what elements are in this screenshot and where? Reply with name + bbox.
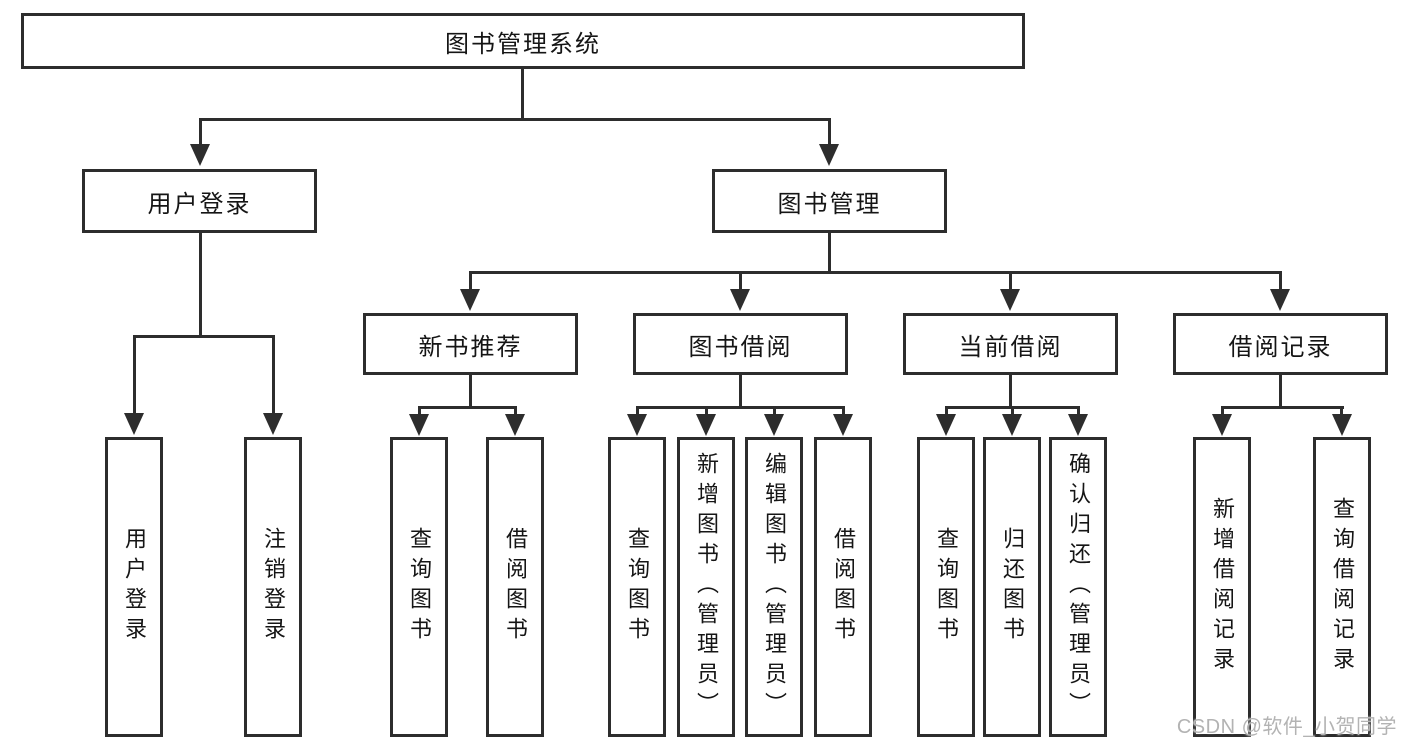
connector-borrow-records-down — [1279, 375, 1282, 408]
connector-bb-borrow-stem — [842, 406, 845, 417]
leaf-bb-query-books: 查询图书 — [608, 437, 666, 737]
node-current-borrow: 当前借阅 — [903, 313, 1118, 375]
arrow-to-bb-edit — [764, 414, 784, 436]
leaf-nb-borrow-books: 借阅图书 — [486, 437, 544, 737]
leaf-bb-borrow-books: 借阅图书 — [814, 437, 872, 737]
arrow-to-nb-query — [409, 414, 429, 436]
node-book-mgmt: 图书管理 — [712, 169, 947, 233]
leaf-br-add-record: 新增借阅记录 — [1193, 437, 1251, 737]
leaf-logout: 注销登录 — [244, 437, 302, 737]
connector-root-stem — [521, 69, 524, 121]
node-book-mgmt-label: 图书管理 — [777, 190, 882, 218]
connector-book-borrow-stem — [739, 271, 742, 291]
arrow-to-cb-query — [936, 414, 956, 436]
arrow-to-nb-borrow — [505, 414, 525, 436]
connector-book-borrow-hline — [636, 406, 845, 409]
connector-new-books-stem — [469, 271, 472, 291]
node-user-login-label: 用户登录 — [147, 190, 252, 218]
connector-bb-add-stem — [705, 406, 708, 417]
leaf-br-query-record-label: 查询借阅记录 — [1330, 497, 1355, 677]
arrow-to-book-borrow — [730, 289, 750, 311]
node-book-borrow-label: 图书借阅 — [688, 333, 793, 361]
leaf-br-add-record-label: 新增借阅记录 — [1210, 497, 1235, 677]
connector-leaf-logout-stem — [272, 335, 275, 415]
leaf-br-query-record: 查询借阅记录 — [1313, 437, 1371, 737]
connector-borrow-records-stem — [1279, 271, 1282, 291]
leaf-cb-confirm-return-admin: 确认归还（管理员） — [1049, 437, 1107, 737]
leaf-user-login: 用户登录 — [105, 437, 163, 737]
connector-leaf-login-stem — [133, 335, 136, 415]
leaf-nb-borrow-books-label: 借阅图书 — [503, 527, 528, 647]
arrow-to-bb-borrow — [833, 414, 853, 436]
leaf-bb-add-books-admin-label: 新增图书（管理员） — [694, 452, 719, 722]
node-borrow-records: 借阅记录 — [1173, 313, 1388, 375]
arrow-to-bb-add — [696, 414, 716, 436]
leaf-bb-edit-books-admin-label: 编辑图书（管理员） — [762, 452, 787, 722]
connector-borrow-records-hline — [1221, 406, 1344, 409]
arrow-to-bb-query — [627, 414, 647, 436]
connector-bb-edit-stem — [773, 406, 776, 417]
arrow-to-user-login — [190, 144, 210, 166]
connector-br-add-stem — [1221, 406, 1224, 417]
node-user-login: 用户登录 — [82, 169, 317, 233]
arrow-to-br-query — [1332, 414, 1352, 436]
arrow-to-cb-return — [1002, 414, 1022, 436]
node-book-borrow: 图书借阅 — [633, 313, 848, 375]
connector-book-mgmt-stem — [828, 118, 831, 148]
arrow-to-new-books — [460, 289, 480, 311]
leaf-cb-confirm-return-admin-label: 确认归还（管理员） — [1066, 452, 1091, 722]
leaf-bb-edit-books-admin: 编辑图书（管理员） — [745, 437, 803, 737]
node-new-books-label: 新书推荐 — [418, 333, 523, 361]
arrow-to-leaf-login — [124, 413, 144, 435]
connector-nb-borrow-stem — [514, 406, 517, 417]
leaf-cb-return-books-label: 归还图书 — [1000, 527, 1025, 647]
arrow-to-book-mgmt — [819, 144, 839, 166]
leaf-bb-add-books-admin: 新增图书（管理员） — [677, 437, 735, 737]
node-root-label: 图书管理系统 — [445, 30, 601, 58]
connector-current-borrow-down — [1009, 375, 1012, 408]
leaf-cb-query-books-label: 查询图书 — [934, 527, 959, 647]
arrow-to-borrow-records — [1270, 289, 1290, 311]
arrow-to-cb-confirm — [1068, 414, 1088, 436]
connector-current-borrow-stem — [1009, 271, 1012, 291]
connector-new-books-hline — [418, 406, 517, 409]
arrow-to-br-add — [1212, 414, 1232, 436]
leaf-bb-borrow-books-label: 借阅图书 — [831, 527, 856, 647]
arrow-to-leaf-logout — [263, 413, 283, 435]
connector-new-books-down — [469, 375, 472, 408]
connector-br-query-stem — [1340, 406, 1343, 417]
leaf-bb-query-books-label: 查询图书 — [625, 527, 650, 647]
connector-user-login-hline — [133, 335, 275, 338]
leaf-nb-query-books-label: 查询图书 — [407, 527, 432, 647]
connector-cb-return-stem — [1011, 406, 1014, 417]
connector-book-mgmt-down — [828, 233, 831, 274]
node-new-books: 新书推荐 — [363, 313, 578, 375]
node-borrow-records-label: 借阅记录 — [1228, 333, 1333, 361]
leaf-cb-query-books: 查询图书 — [917, 437, 975, 737]
connector-cb-confirm-stem — [1077, 406, 1080, 417]
leaf-cb-return-books: 归还图书 — [983, 437, 1041, 737]
leaf-logout-label: 注销登录 — [261, 527, 286, 647]
connector-book-borrow-down — [739, 375, 742, 408]
node-current-borrow-label: 当前借阅 — [958, 333, 1063, 361]
leaf-nb-query-books: 查询图书 — [390, 437, 448, 737]
connector-cb-query-stem — [945, 406, 948, 417]
connector-nb-query-stem — [418, 406, 421, 417]
node-root: 图书管理系统 — [21, 13, 1025, 69]
connector-user-login-down — [199, 233, 202, 337]
connector-level2-hline — [199, 118, 831, 121]
arrow-to-current-borrow — [1000, 289, 1020, 311]
connector-bb-query-stem — [636, 406, 639, 417]
watermark: CSDN @软件_小贺同学 — [1176, 716, 1397, 738]
connector-level3-hline — [469, 271, 1282, 274]
leaf-user-login-label: 用户登录 — [122, 527, 147, 647]
connector-user-login-stem — [199, 118, 202, 148]
